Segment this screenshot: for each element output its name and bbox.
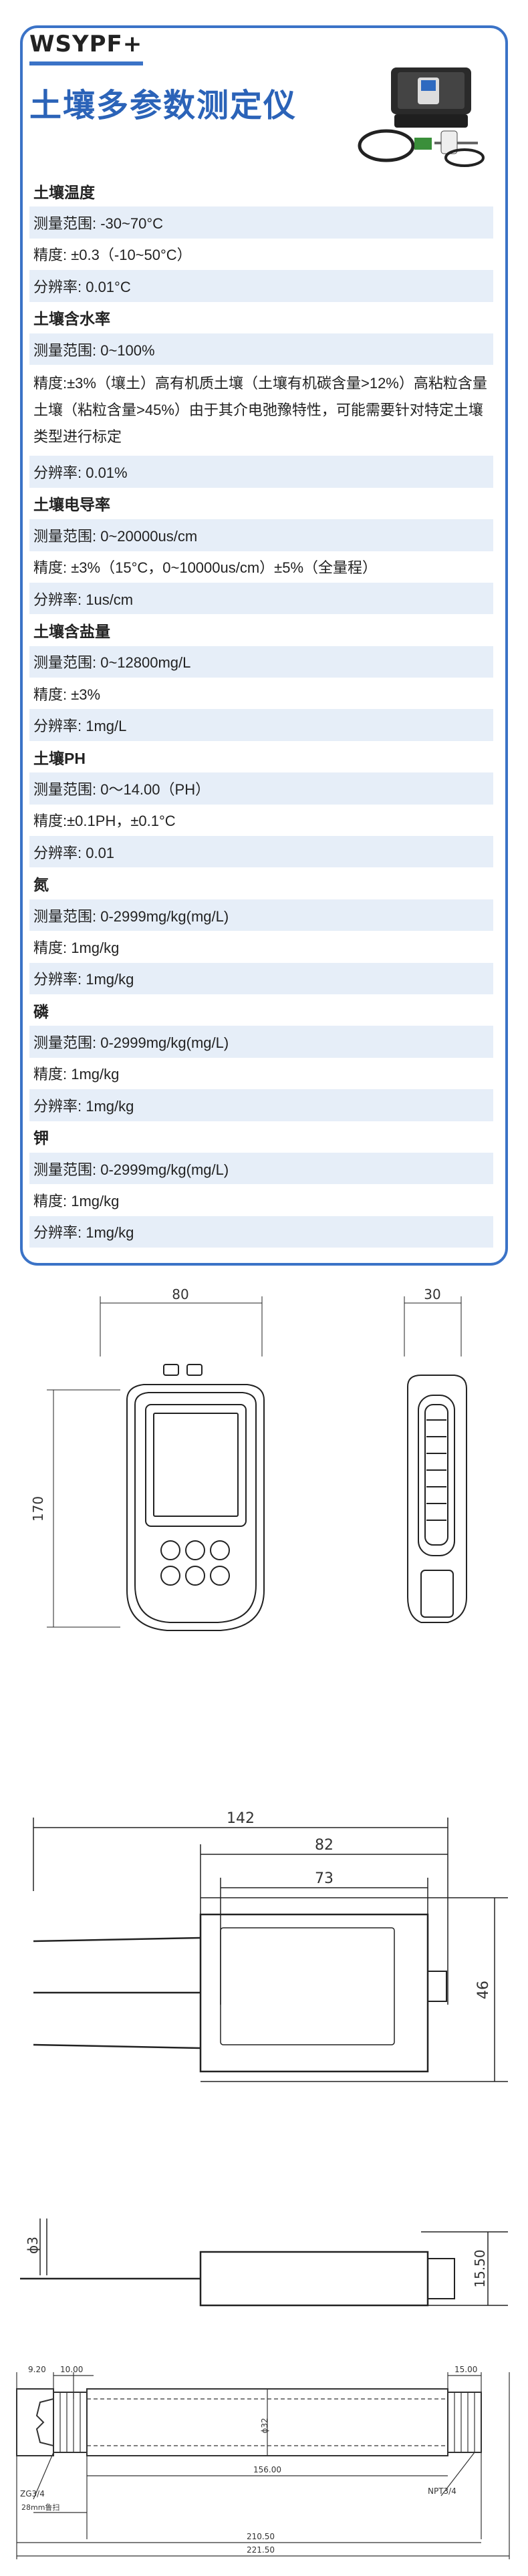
dim-28mm: 28mm鲁扫 [21, 2502, 59, 2512]
spec-row: 测量范围: 0～14.00（PH） [29, 772, 493, 805]
probe-total-label: 142 [227, 1810, 255, 1827]
dim-210: 210.50 [247, 2532, 275, 2541]
spec-row: 精度: ±3%（15°C，0~10000us/cm）±5%（全量程） [33, 559, 378, 577]
device-depth-label: 30 [424, 1286, 440, 1302]
spec-row: 分辨率: 0.01 [29, 836, 493, 868]
device-width-label: 80 [172, 1286, 188, 1302]
spec-section-header: 土壤温度 [33, 183, 95, 201]
spec-section-header: 氮 [33, 876, 49, 894]
spec-section-header: 土壤含水率 [33, 310, 110, 328]
spec-section-header: 土壤电导率 [33, 496, 110, 514]
device-height-label: 170 [30, 1496, 46, 1522]
spec-section-header: 磷 [33, 1002, 49, 1020]
product-kit-image [358, 67, 485, 167]
spec-section-header: 土壤含盐量 [33, 622, 110, 640]
dim-221: 221.50 [247, 2545, 275, 2555]
spec-row: 测量范围: 0-2999mg/kg(mg/L) [29, 1152, 493, 1185]
spec-section-header: 土壤PH [33, 749, 86, 767]
spec-row: 精度: 1mg/kg [33, 939, 120, 956]
thread-npt34: NPT3/4 [428, 2486, 456, 2496]
spec-row: 测量范围: 0~20000us/cm [29, 519, 493, 551]
device-dimension-drawing: 80 170 30 [30, 1286, 467, 1631]
spec-row: 分辨率: 1us/cm [29, 582, 493, 615]
dim-10-00: 10.00 [60, 2365, 83, 2374]
spec-row: 分辨率: 1mg/L [29, 709, 493, 741]
thread-zg34: ZG3/4 [20, 2489, 45, 2498]
spec-row: 分辨率: 1mg/kg [29, 1215, 493, 1248]
spec-row: 测量范围: 0~100% [29, 333, 493, 366]
brand-logo: WSYPF+ [29, 31, 143, 57]
page-title: 土壤多参数测定仪 [29, 87, 297, 124]
dim-156: 156.00 [253, 2465, 281, 2474]
spec-row: 精度: ±3% [33, 686, 101, 703]
dim-9-20: 9.20 [28, 2365, 46, 2374]
sensor-dimension-drawing: 9.20 10.00 15.00 ϕ32 156.00 ZG3/4 NPT3/4… [16, 2365, 510, 2559]
brand-underline [29, 61, 143, 65]
spec-row: 分辨率: 1mg/kg [29, 962, 493, 994]
spec-row: 分辨率: 0.01°C [29, 270, 493, 302]
spec-row: 分辨率: 1mg/kg [29, 1089, 493, 1121]
spec-row: 测量范围: 0-2999mg/kg(mg/L) [29, 899, 493, 932]
spec-row: 测量范围: 0~12800mg/L [29, 646, 493, 678]
probe-body-label: 82 [315, 1837, 334, 1854]
spec-row: 分辨率: 0.01% [29, 456, 493, 488]
dim-diameter: ϕ32 [260, 2418, 269, 2433]
spec-row: 精度:±3%（壤土）高有机质土壤（土壤有机碳含量>12%）高粘粒含量土壤（粘粒含… [33, 375, 487, 446]
dim-15-00: 15.00 [454, 2365, 477, 2374]
spec-section-header: 钾 [33, 1129, 49, 1147]
spec-row: 精度: 1mg/kg [33, 1193, 120, 1210]
probe-side-drawing: ϕ3 15.50 [20, 2219, 508, 2307]
spec-row: 精度:±0.1PH，±0.1°C [33, 813, 176, 830]
probe-inner-label: 73 [315, 1870, 334, 1887]
spec-table: 土壤温度测量范围: -30~70°C 精度: ±0.3（-10~50°C） 分辨率:… [29, 175, 493, 1248]
probe-height-label: 46 [475, 1981, 492, 1999]
probe-dimension-drawing: 142 82 73 46 [33, 1810, 508, 2082]
spec-row: 精度: ±0.3（-10~50°C） [33, 247, 192, 264]
probe-side-height-label: 15.50 [472, 2249, 488, 2287]
spec-row: 测量范围: -30~70°C [29, 206, 493, 239]
spec-row: 测量范围: 0-2999mg/kg(mg/L) [29, 1026, 493, 1058]
probe-diameter-label: ϕ3 [25, 2237, 41, 2254]
spec-row: 精度: 1mg/kg [33, 1066, 120, 1083]
